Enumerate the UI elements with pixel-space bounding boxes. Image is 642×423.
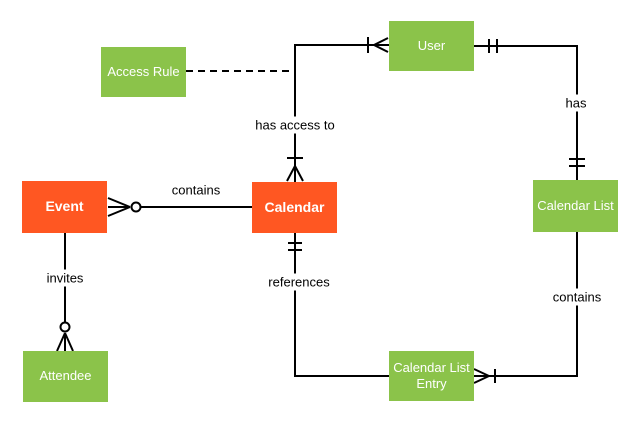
relation-invites [56, 233, 74, 352]
crow-foot-many-icon [286, 165, 304, 182]
relationship-label-references: references [265, 273, 333, 291]
crow-foot-many-icon [56, 332, 74, 352]
one-and-only-one-bars-icon [569, 158, 585, 167]
entity-access-rule[interactable]: Access Rule [101, 47, 186, 97]
entity-label: Attendee [39, 368, 92, 384]
relation-has-access-to [286, 37, 389, 182]
relationship-label-has-access-to: has access to [252, 116, 338, 134]
entity-label: Calendar List [537, 197, 614, 213]
relation-references [288, 233, 389, 377]
entity-label: Event [45, 198, 84, 215]
crow-foot-many-icon [107, 197, 131, 217]
zero-ring-icon [130, 201, 142, 213]
entity-calendar-list-entry[interactable]: Calendar List Entry [389, 351, 474, 401]
relation-has [474, 39, 585, 180]
crow-foot-many-icon [373, 37, 389, 53]
entity-calendar[interactable]: Calendar [252, 182, 337, 233]
entity-label: User [417, 37, 446, 53]
entity-event[interactable]: Event [22, 181, 107, 233]
entity-label: Access Rule [107, 63, 180, 79]
entity-user[interactable]: User [389, 21, 474, 71]
one-and-only-one-bars-icon [488, 39, 498, 53]
entity-calendar-list[interactable]: Calendar List [533, 180, 618, 232]
entity-attendee[interactable]: Attendee [23, 351, 108, 402]
one-and-only-one-bars-icon [288, 242, 302, 251]
entity-label: Calendar [264, 198, 325, 215]
relationship-label-invites: invites [43, 269, 87, 287]
relation-contains-event-calendar [107, 197, 252, 217]
crow-foot-many-icon [473, 368, 490, 384]
relationship-label-has: has [562, 94, 590, 112]
relation-contains-calendar-list [473, 232, 578, 384]
entity-label: Calendar List Entry [393, 359, 470, 391]
zero-ring-icon [59, 321, 71, 333]
relationship-label-contains: contains [168, 181, 224, 199]
relationship-label-contains-2: contains [549, 288, 605, 306]
